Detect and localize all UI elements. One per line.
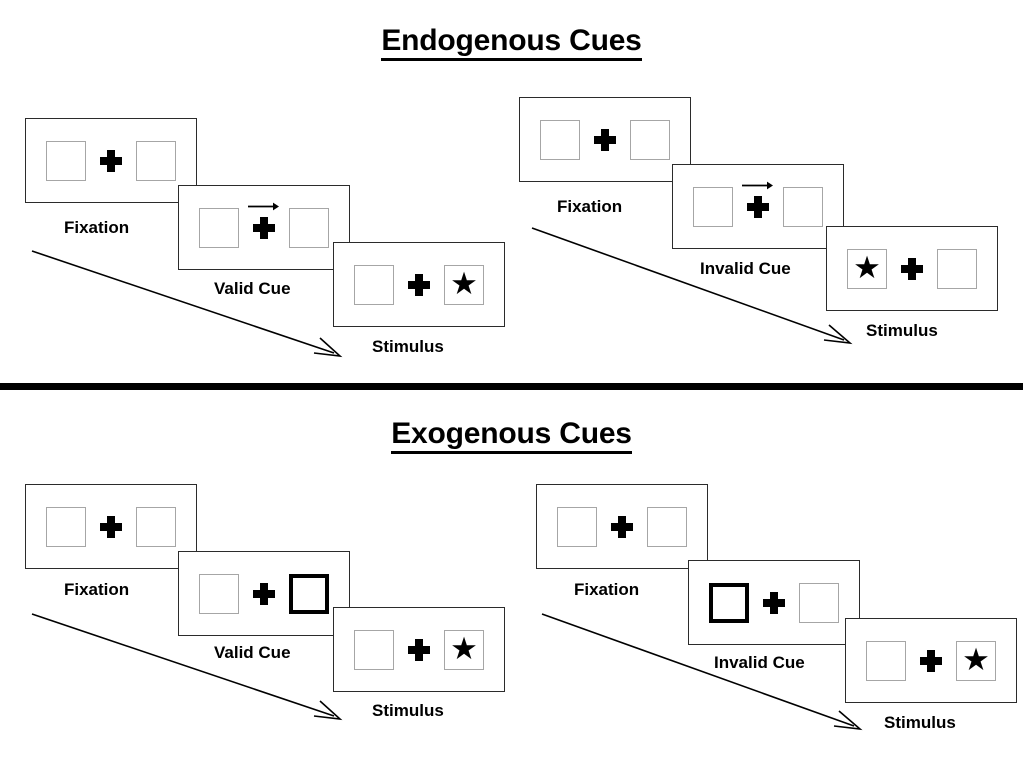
caption-endogenous-valid-stimulus: Stimulus: [372, 337, 444, 356]
square-left: [540, 119, 580, 160]
square-right: [937, 248, 977, 289]
square-right-cued: [289, 573, 329, 614]
square-right: [799, 582, 839, 623]
square-right: [289, 207, 329, 248]
arrow-right-icon: [742, 181, 773, 189]
frame-endogenous-valid-fixation: [25, 118, 197, 203]
square-right: [630, 119, 670, 160]
caption-endogenous-invalid-cue: Invalid Cue: [700, 259, 791, 278]
square-right: [136, 140, 176, 181]
frame-exogenous-valid-fixation: [25, 484, 197, 569]
section-title-exogenous: Exogenous Cues: [0, 417, 1023, 454]
plus-icon: [594, 128, 616, 151]
caption-endogenous-valid-cue: Valid Cue: [214, 279, 291, 298]
star-icon: ★: [450, 266, 478, 301]
caption-exogenous-invalid-cue: Invalid Cue: [714, 653, 805, 672]
plus-icon: [253, 582, 275, 605]
plus-icon: [611, 515, 633, 538]
frame-exogenous-invalid-fixation: [536, 484, 708, 569]
square-left: [354, 629, 394, 670]
frame-endogenous-valid-cue: [178, 185, 350, 270]
section-title-endogenous: Endogenous Cues: [0, 24, 1023, 61]
caption-exogenous-valid-fixation: Fixation: [64, 580, 130, 599]
caption-exogenous-invalid-fixation: Fixation: [574, 580, 640, 599]
square-left: [199, 573, 239, 614]
frame-exogenous-invalid-cue: [688, 560, 860, 645]
square-right-target: ★: [956, 640, 996, 681]
plus-icon: [248, 202, 279, 239]
plus-icon: [901, 257, 923, 280]
frame-exogenous-valid-cue: [178, 551, 350, 636]
section-title-endogenous-text: Endogenous Cues: [381, 24, 642, 61]
frame-exogenous-valid-stimulus: ★: [333, 607, 505, 692]
star-icon: ★: [853, 250, 881, 285]
plus-icon: [742, 181, 773, 218]
square-right: [783, 186, 823, 227]
square-right: [136, 506, 176, 547]
frame-endogenous-invalid-cue: [672, 164, 844, 249]
square-right-target: ★: [444, 264, 484, 305]
frame-endogenous-valid-stimulus: ★: [333, 242, 505, 327]
caption-endogenous-invalid-stimulus: Stimulus: [866, 321, 938, 340]
caption-endogenous-invalid-fixation: Fixation: [557, 197, 623, 216]
plus-icon: [100, 149, 122, 172]
plus-icon: [408, 638, 430, 661]
square-left: [46, 140, 86, 181]
frame-endogenous-invalid-stimulus: ★: [826, 226, 998, 311]
section-title-exogenous-text: Exogenous Cues: [391, 417, 632, 454]
plus-icon: [408, 273, 430, 296]
square-left-cued: [709, 582, 749, 623]
caption-endogenous-valid-fixation: Fixation: [64, 218, 130, 237]
square-right-target: ★: [444, 629, 484, 670]
square-left: [866, 640, 906, 681]
plus-icon: [100, 515, 122, 538]
section-divider: [0, 383, 1023, 390]
star-icon: ★: [962, 642, 990, 677]
caption-exogenous-valid-cue: Valid Cue: [214, 643, 291, 662]
square-left: [46, 506, 86, 547]
caption-exogenous-valid-stimulus: Stimulus: [372, 701, 444, 720]
square-right: [647, 506, 687, 547]
square-left: [693, 186, 733, 227]
plus-icon: [763, 591, 785, 614]
arrow-right-icon: [248, 202, 279, 210]
star-icon: ★: [450, 631, 478, 666]
square-left: [354, 264, 394, 305]
frame-exogenous-invalid-stimulus: ★: [845, 618, 1017, 703]
square-left: [557, 506, 597, 547]
caption-exogenous-invalid-stimulus: Stimulus: [884, 713, 956, 732]
frame-endogenous-invalid-fixation: [519, 97, 691, 182]
square-left: [199, 207, 239, 248]
plus-icon: [920, 649, 942, 672]
square-left-target: ★: [847, 248, 887, 289]
